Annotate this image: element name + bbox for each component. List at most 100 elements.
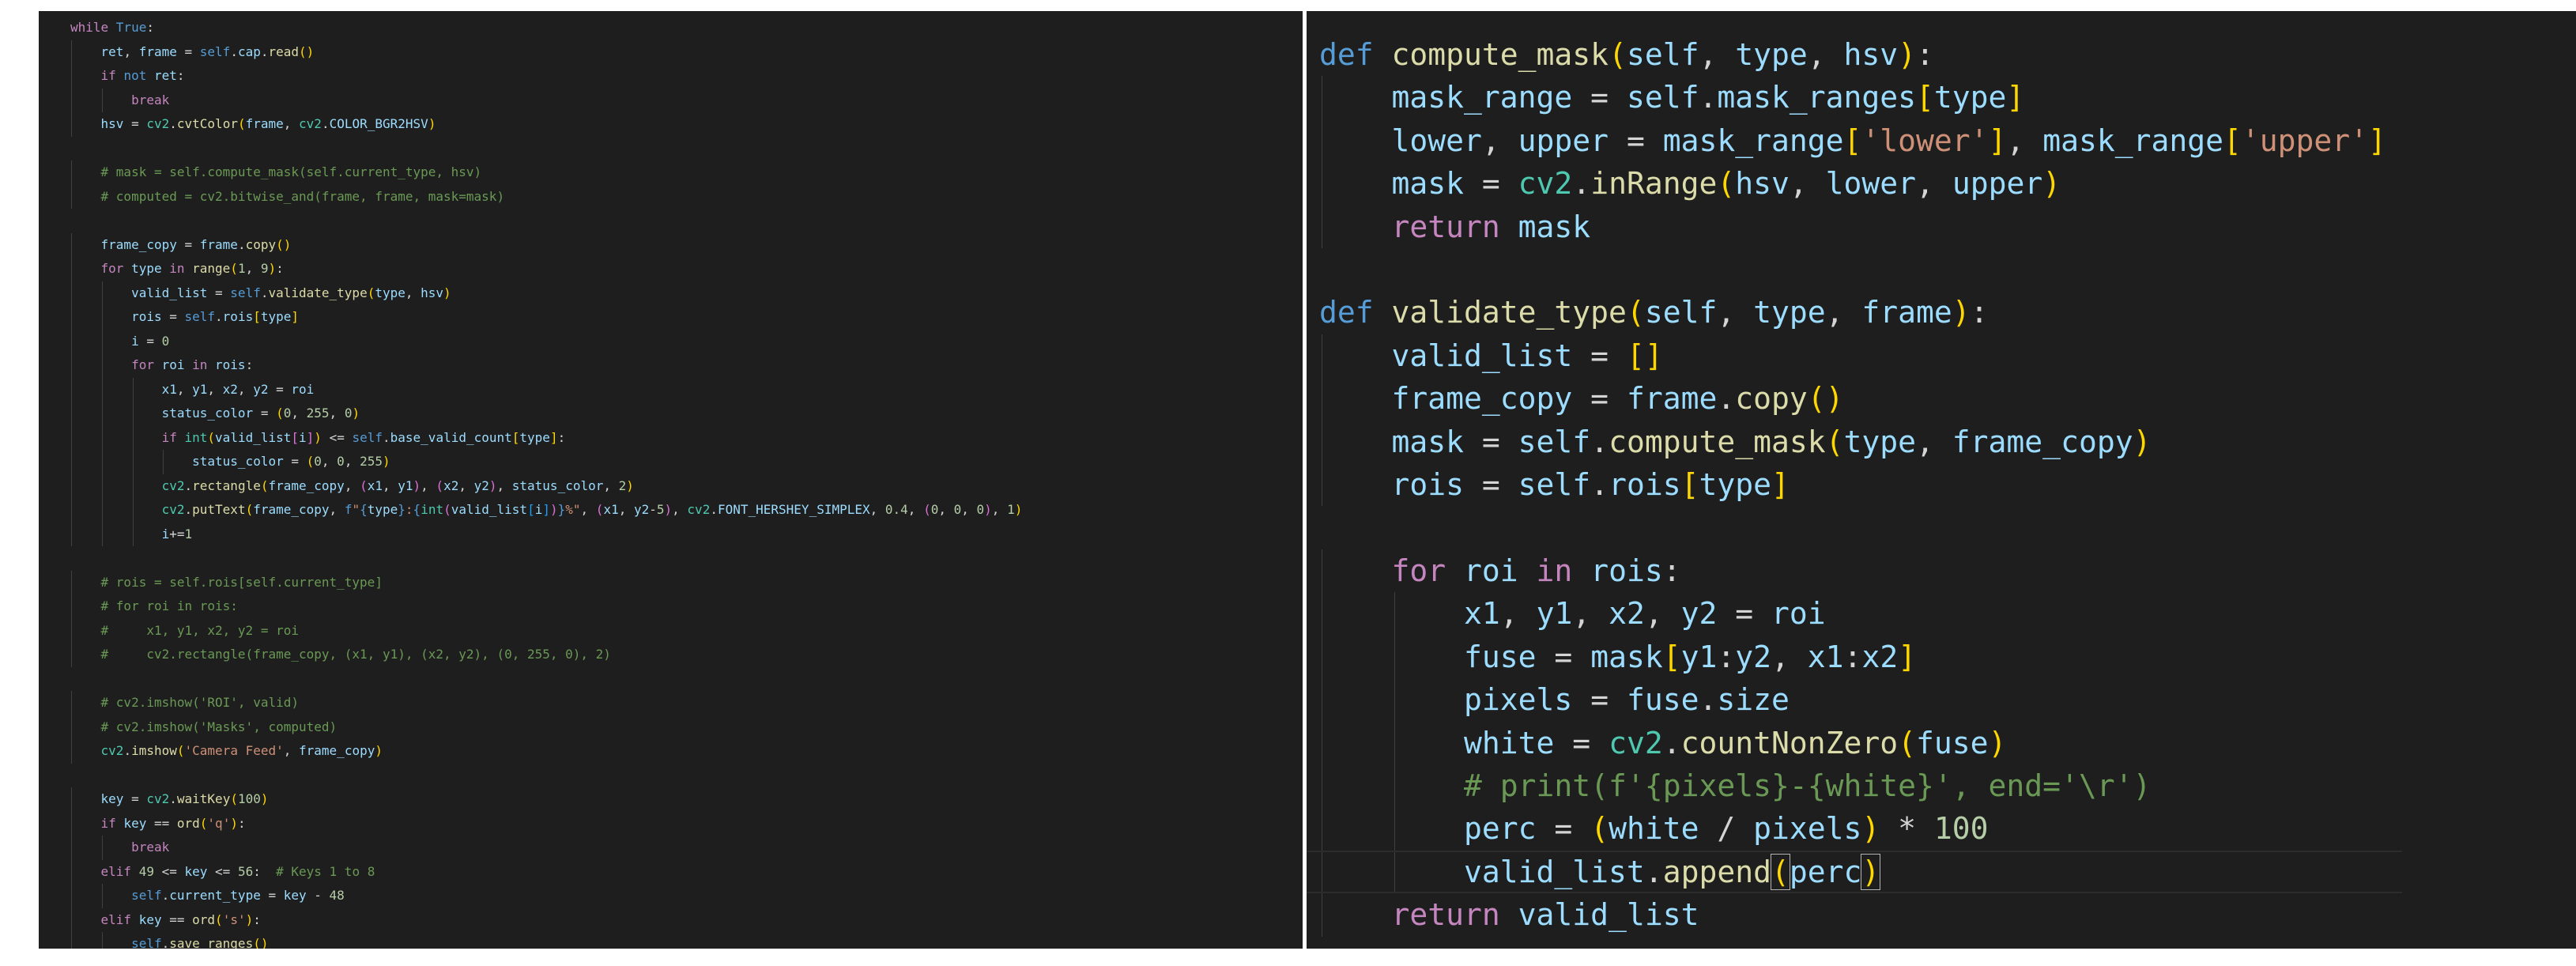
code-line[interactable]: rois = self.rois[type] <box>70 305 1022 330</box>
code-line[interactable]: def compute_mask(self, type, hsv): <box>1319 33 2386 76</box>
code-token: : <box>1662 553 1681 588</box>
code-line[interactable]: mask = cv2.inRange(hsv, lower, upper) <box>1319 162 2386 206</box>
code-line[interactable]: frame_copy = frame.copy() <box>70 232 1022 257</box>
code-token: type <box>260 309 292 324</box>
code-line[interactable]: return mask <box>1319 205 2386 249</box>
code-line[interactable]: # cv2.rectangle(frame_copy, (x1, y1), (x… <box>70 643 1022 667</box>
code-token: , <box>2006 123 2043 158</box>
code-line[interactable]: # cv2.imshow('Masks', computed) <box>70 715 1022 739</box>
code-line[interactable]: # cv2.imshow('ROI', valid) <box>70 691 1022 715</box>
code-token: 0 <box>337 454 345 469</box>
code-token: [ <box>527 502 535 517</box>
code-token: , <box>237 381 254 397</box>
code-line[interactable]: self.save_ranges() <box>70 932 1022 949</box>
code-token <box>70 478 162 493</box>
code-token: ] <box>1988 123 2007 158</box>
code-token: compute_mask <box>1609 424 1826 459</box>
code-token: ) <box>245 911 254 927</box>
code-line[interactable]: i = 0 <box>70 329 1022 353</box>
code-token: , <box>123 43 139 59</box>
code-line[interactable]: valid_list = [] <box>1319 334 2386 378</box>
code-token: fuse <box>1464 639 1537 674</box>
code-line[interactable]: rois = self.rois[type] <box>1319 463 2386 507</box>
code-line[interactable]: lower, upper = mask_range['lower'], mask… <box>1319 119 2386 163</box>
code-token: read <box>268 43 300 59</box>
code-line[interactable]: if int(valid_list[i]) <= self.base_valid… <box>70 425 1022 450</box>
code-token: y2 <box>1735 639 1772 674</box>
code-line[interactable]: i+=1 <box>70 522 1022 546</box>
code-line[interactable]: mask = self.compute_mask(type, frame_cop… <box>1319 420 2386 464</box>
code-line[interactable]: x1, y1, x2, y2 = roi <box>70 377 1022 402</box>
code-token: frame <box>245 116 284 131</box>
code-token: : <box>253 863 277 879</box>
code-line[interactable]: valid_list.append(perc) <box>1307 850 2402 894</box>
code-line[interactable]: # mask = self.compute_mask(self.current_… <box>70 160 1022 185</box>
code-line[interactable]: hsv = cv2.cvtColor(frame, cv2.COLOR_BGR2… <box>70 112 1022 137</box>
code-line[interactable]: valid_list = self.validate_type(type, hs… <box>70 281 1022 305</box>
code-token: . <box>1699 682 1718 718</box>
code-token: 100 <box>237 791 261 806</box>
code-token: / <box>1699 811 1754 847</box>
code-line[interactable]: # for roi in rois: <box>70 594 1022 619</box>
code-token: x2 <box>1609 596 1645 632</box>
code-line[interactable]: for roi in rois: <box>1319 549 2386 593</box>
code-line[interactable]: status_color = (0, 255, 0) <box>70 402 1022 426</box>
code-line[interactable]: if not ret: <box>70 64 1022 89</box>
code-line[interactable]: return valid_list <box>1319 893 2386 937</box>
code-line[interactable]: self.current_type = key - 48 <box>70 884 1022 908</box>
code-line[interactable]: for roi in rois: <box>70 353 1022 378</box>
code-token: ( <box>237 116 246 131</box>
code-line[interactable]: ret, frame = self.cap.read() <box>70 40 1022 64</box>
code-token: valid_list <box>451 502 528 517</box>
code-line[interactable]: while True: <box>70 16 1022 40</box>
code-token: ] <box>306 429 315 445</box>
code-line[interactable]: mask_range = self.mask_ranges[type] <box>1319 76 2386 119</box>
code-token: True <box>115 20 147 35</box>
code-line[interactable]: key = cv2.waitKey(100) <box>70 787 1022 812</box>
code-line[interactable] <box>70 764 1022 788</box>
code-line[interactable]: cv2.imshow('Camera Feed', frame_copy) <box>70 739 1022 764</box>
code-token: = <box>283 454 307 469</box>
code-token: compute_mask <box>1391 37 1609 72</box>
code-line[interactable] <box>70 137 1022 161</box>
code-line[interactable]: for type in range(1, 9): <box>70 257 1022 281</box>
code-token: %" <box>565 502 581 517</box>
code-token: waitKey <box>176 791 231 806</box>
code-line[interactable]: if key == ord('q'): <box>70 811 1022 836</box>
code-token <box>1319 897 1392 932</box>
code-line[interactable]: def validate_type(self, type, frame): <box>1319 291 2386 334</box>
code-token: { <box>360 502 368 517</box>
code-line[interactable]: perc = (white / pixels) * 100 <box>1319 807 2386 851</box>
code-token: x2 <box>1861 639 1899 674</box>
code-token: = <box>161 309 185 324</box>
code-line[interactable] <box>70 546 1022 571</box>
code-line[interactable]: break <box>70 88 1022 112</box>
code-line[interactable]: # print(f'{pixels}-{white}', end='\r') <box>1319 764 2386 808</box>
code-line[interactable]: x1, y1, x2, y2 = roi <box>1319 592 2386 636</box>
code-token: pixels <box>1753 811 1862 847</box>
code-token: = <box>1536 639 1591 674</box>
code-token: : <box>1916 37 1934 72</box>
code-line[interactable] <box>1319 506 2386 549</box>
code-line[interactable]: cv2.rectangle(frame_copy, (x1, y1), (x2,… <box>70 474 1022 498</box>
code-token: ) <box>413 477 421 493</box>
code-line[interactable]: break <box>70 836 1022 860</box>
code-token <box>1319 123 1392 158</box>
code-token: . <box>184 477 193 493</box>
code-line[interactable] <box>70 209 1022 233</box>
code-line[interactable]: status_color = (0, 0, 255) <box>70 450 1022 474</box>
code-line[interactable]: # computed = cv2.bitwise_and(frame, fram… <box>70 184 1022 209</box>
code-line[interactable]: elif key == ord('s'): <box>70 908 1022 932</box>
code-line[interactable] <box>70 667 1022 692</box>
code-line[interactable]: cv2.putText(frame_copy, f"{type}:{int(va… <box>70 498 1022 523</box>
code-token: [ <box>1680 467 1699 503</box>
code-line[interactable]: fuse = mask[y1:y2, x1:x2] <box>1319 635 2386 679</box>
code-line[interactable]: # rois = self.rois[self.current_type] <box>70 570 1022 594</box>
code-line[interactable]: frame_copy = frame.copy() <box>1319 377 2386 421</box>
code-line[interactable]: white = cv2.countNonZero(fuse) <box>1319 721 2386 764</box>
code-line[interactable] <box>1319 248 2386 291</box>
code-line[interactable]: pixels = fuse.size <box>1319 678 2386 722</box>
code-line[interactable]: # x1, y1, x2, y2 = roi <box>70 618 1022 643</box>
code-token: . <box>321 116 330 131</box>
code-line[interactable]: elif 49 <= key <= 56: # Keys 1 to 8 <box>70 859 1022 884</box>
